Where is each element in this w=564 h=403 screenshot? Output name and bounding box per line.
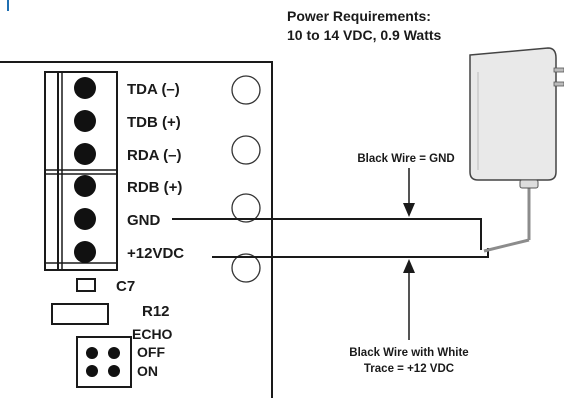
terminal-screw-gnd <box>74 208 96 230</box>
terminal-block-outer <box>44 71 118 271</box>
mounting-holes <box>231 75 261 283</box>
mounting-hole <box>231 193 261 223</box>
black-wire-note: Black Wire = GND <box>357 153 454 165</box>
resistor-label: R12 <box>142 303 170 320</box>
wall-power-adapter-icon <box>469 47 564 189</box>
terminal-label-tdb: TDB (+) <box>127 114 181 131</box>
capacitor-c7 <box>76 278 96 292</box>
terminal-block <box>44 71 118 271</box>
terminal-screw-12vdc <box>74 241 96 263</box>
echo-jumper <box>76 336 132 388</box>
trace-wire-note-line2: Trace = +12 VDC <box>364 363 454 375</box>
adapter-cord-lower <box>483 238 530 253</box>
jumper-pin <box>86 347 98 359</box>
terminal-screw-tdb <box>74 110 96 132</box>
jumper-on-label: ON <box>137 363 158 379</box>
mounting-hole <box>231 75 261 105</box>
terminal-label-12vdc: +12VDC <box>127 245 184 262</box>
jumper-pin <box>108 365 120 377</box>
gnd-wire <box>172 218 482 250</box>
circuit-board-outline <box>0 61 273 398</box>
terminal-label-rdb: RDB (+) <box>127 179 182 196</box>
gnd-arrow <box>403 168 415 217</box>
trace-wire-note-line1: Black Wire with White <box>349 347 468 359</box>
mounting-hole <box>231 253 261 283</box>
mounting-hole <box>231 135 261 165</box>
jumper-pin <box>86 365 98 377</box>
terminal-screw-rdb <box>74 175 96 197</box>
capacitor-label: C7 <box>116 278 135 295</box>
jumper-off-label: OFF <box>137 344 165 360</box>
power-requirements-title: Power Requirements: <box>287 8 431 24</box>
terminal-screw-tda <box>74 77 96 99</box>
resistor-r12 <box>51 303 109 325</box>
terminal-label-gnd: GND <box>127 212 161 229</box>
echo-jumper-title: ECHO <box>132 326 173 342</box>
terminal-screw-rda <box>74 143 96 165</box>
terminal-label-rda: RDA (–) <box>127 147 181 164</box>
power-requirements-spec: 10 to 14 VDC, 0.9 Watts <box>287 27 442 43</box>
terminal-label-tda: TDA (–) <box>127 81 180 98</box>
power-arrow <box>403 259 415 340</box>
jumper-pin <box>108 347 120 359</box>
